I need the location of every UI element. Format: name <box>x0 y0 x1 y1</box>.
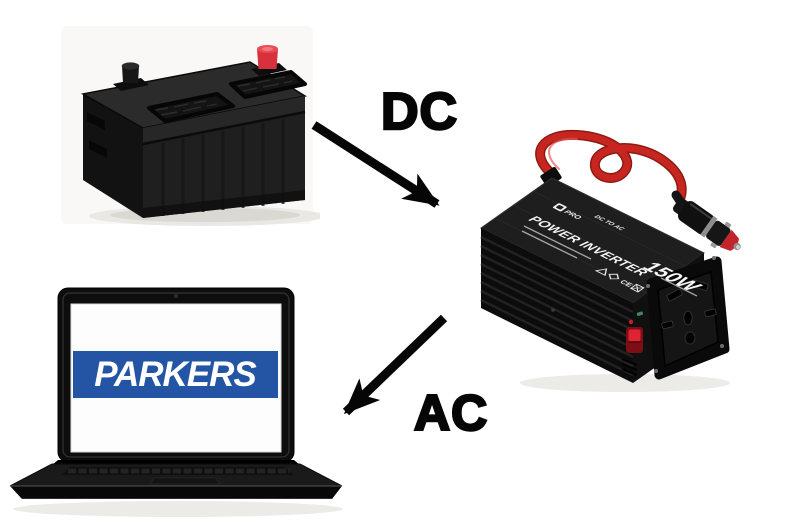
power-inverter-image: PRO POWER INVERTER DC TO AC 150W CE <box>480 129 741 392</box>
battery-lid-seam <box>142 110 306 146</box>
battery-cap-texture <box>155 76 293 116</box>
laptop-image: PARKERS <box>9 287 343 517</box>
parkers-logo-text: PARKERS <box>94 355 256 394</box>
laptop-screen: PARKERS <box>57 287 295 463</box>
inverter-certs-label: CE <box>618 279 635 289</box>
battery-handles <box>87 112 107 158</box>
battery-cell-caps <box>147 70 307 123</box>
laptop-base <box>9 460 343 499</box>
inverter-brand-text: PRO <box>562 209 583 221</box>
battery-lid-band <box>143 96 305 144</box>
inverter-power-switch <box>626 327 643 353</box>
power-led-red <box>628 319 634 325</box>
weee-box-cross <box>630 284 644 292</box>
parkers-logo: PARKERS <box>73 351 278 398</box>
inverter-cert-marks: CE <box>594 268 645 293</box>
inverter-fins <box>480 235 634 377</box>
laptop-trackpad <box>149 477 221 485</box>
dc-label: DC <box>380 83 459 141</box>
inverter-fin-face <box>481 228 633 383</box>
inverter-brand: PRO <box>552 203 583 221</box>
battery-cap-right <box>229 70 307 99</box>
socket-slots <box>661 279 717 345</box>
car-battery-image <box>61 26 320 226</box>
inverter-vents <box>621 358 638 376</box>
inverter-screws <box>551 256 724 373</box>
battery-ridges <box>161 119 285 216</box>
webcam-icon <box>174 294 178 298</box>
inverter-shadow <box>520 374 730 392</box>
warning-triangle-icon <box>594 268 608 277</box>
inverter-fine-print-bars <box>521 225 698 297</box>
battery-bottom-strip <box>143 190 305 218</box>
cigarette-plug-icon <box>672 198 741 251</box>
inverter-ac-socket <box>646 256 730 380</box>
battery-cap-left <box>147 92 235 123</box>
battery-negative-terminal <box>113 62 149 91</box>
diamond-mark-icon <box>608 273 620 280</box>
ac-label: AC <box>413 385 489 441</box>
power-led-green <box>636 311 644 317</box>
laptop-front-edge <box>10 486 342 499</box>
weee-box-icon <box>629 283 645 293</box>
battery-positive-terminal <box>251 45 287 76</box>
laptop-shadow <box>13 501 343 517</box>
